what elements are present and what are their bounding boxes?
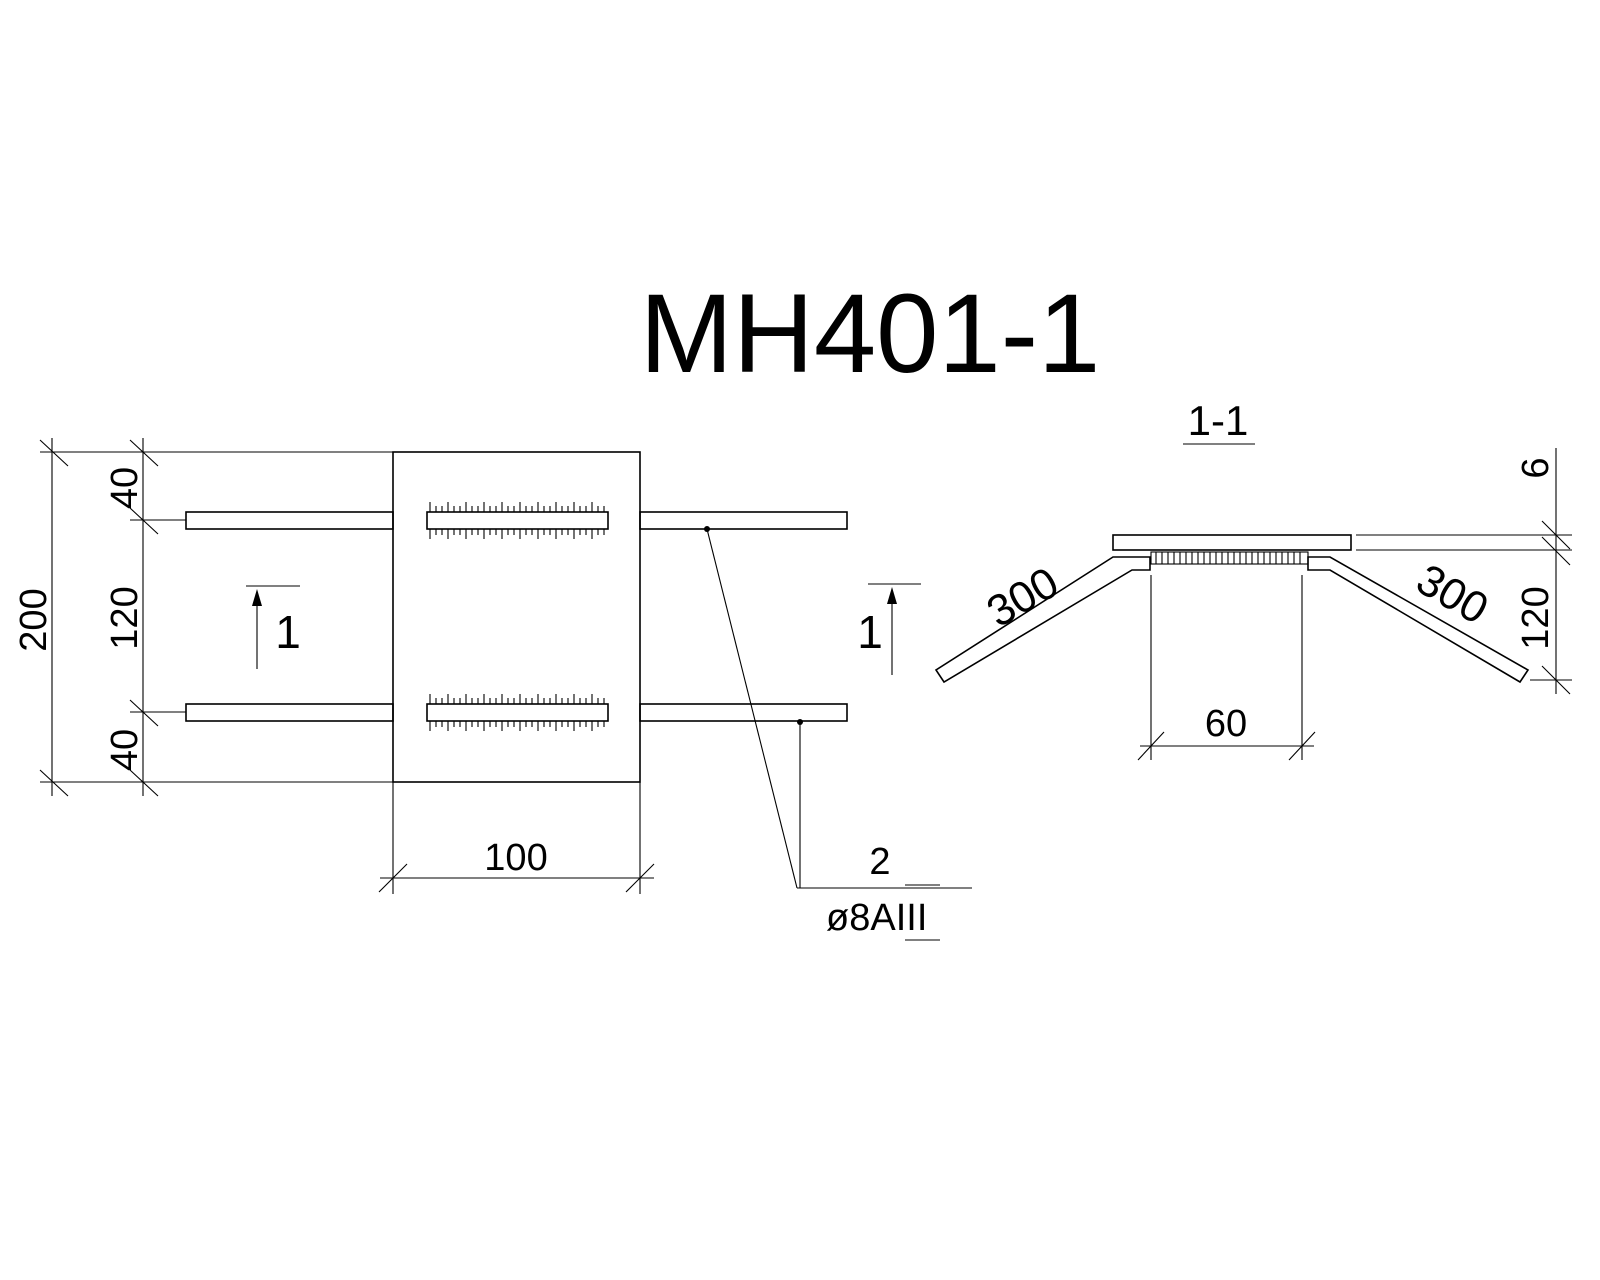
- tick-right-2: [1541, 536, 1571, 566]
- rebar-leg-right: [1307, 556, 1530, 684]
- rebar-bottom-welded: [426, 703, 609, 722]
- dim-top-offset: 40: [104, 467, 146, 509]
- rebar-top-right: [639, 511, 848, 530]
- weld-seams: [429, 502, 605, 731]
- tick-seg-2: [129, 507, 159, 535]
- section-view: 1-1 300 300 60 6 120: [934, 397, 1572, 761]
- dim-plate-thickness: 6: [1515, 457, 1557, 478]
- section-weld: [1150, 551, 1309, 565]
- rebar-top-welded: [426, 511, 609, 530]
- dim-middle-spacing: 120: [104, 586, 146, 649]
- tick-seg-4: [129, 769, 159, 797]
- tick-overall-bottom: [39, 769, 69, 797]
- tick-right-1: [1541, 520, 1571, 550]
- plan-view: 200 40 120 40 100 1 1: [13, 438, 972, 941]
- rebar-bottom-left: [185, 703, 394, 722]
- section-marker-right: 1: [857, 583, 921, 675]
- section-marker-left: 1: [246, 585, 301, 669]
- tick-overall-top: [39, 439, 69, 467]
- rebar-quantity: 2: [869, 841, 890, 883]
- section-marker-left-label: 1: [275, 606, 301, 658]
- dim-plate-width: 100: [484, 837, 547, 879]
- dim-right-leg-length: 300: [1408, 555, 1496, 634]
- rebar-top-left: [185, 511, 394, 530]
- tick-seg-3: [129, 699, 159, 727]
- arrow-up-icon: [887, 587, 897, 604]
- rebar-callout: 2 ø8AIII: [704, 526, 972, 941]
- arrow-up-icon: [252, 589, 262, 606]
- tick-width-left: [378, 863, 408, 893]
- section-marker-right-label: 1: [857, 606, 883, 658]
- tick-seg-1: [129, 439, 159, 467]
- dim-left-leg-length: 300: [979, 558, 1067, 637]
- tick-weld-left: [1137, 731, 1165, 761]
- rebar-bottom-right: [639, 703, 848, 722]
- dim-bottom-offset: 40: [104, 729, 146, 771]
- dim-leg-height: 120: [1515, 586, 1557, 649]
- tick-weld-right: [1288, 731, 1316, 761]
- dim-weld-length: 60: [1205, 703, 1247, 745]
- section-plate: [1112, 534, 1352, 551]
- embed-plate: [392, 451, 641, 783]
- drawing-title: MH401-1: [640, 271, 1101, 396]
- tick-right-3: [1541, 665, 1571, 695]
- section-weld-hatch: [1155, 552, 1301, 564]
- section-title: 1-1: [1188, 397, 1249, 444]
- dim-overall-height: 200: [13, 588, 55, 651]
- tick-width-right: [625, 863, 655, 893]
- rebar-leg-left: [934, 556, 1151, 684]
- rebar-spec: ø8AIII: [826, 897, 927, 939]
